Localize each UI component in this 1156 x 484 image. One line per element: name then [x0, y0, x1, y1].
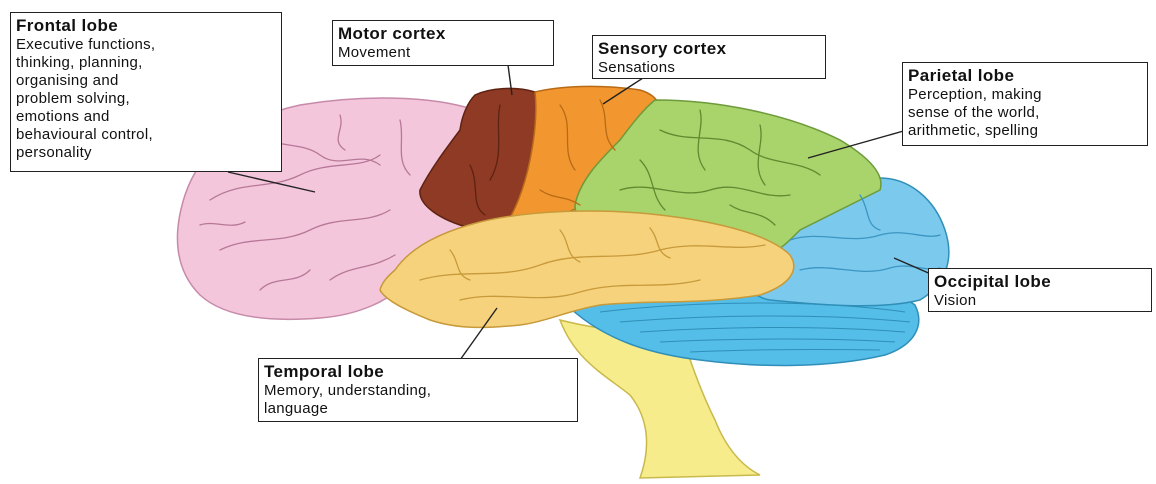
parietal-lobe-description: Perception, making sense of the world, a… — [908, 86, 1142, 140]
motor-cortex-title: Motor cortex — [338, 24, 548, 44]
temporal-lobe-title: Temporal lobe — [264, 362, 572, 382]
sensory-cortex-label: Sensory cortex Sensations — [592, 35, 826, 79]
occipital-lobe-title: Occipital lobe — [934, 272, 1146, 292]
sensory-cortex-title: Sensory cortex — [598, 39, 820, 59]
parietal-lobe-label: Parietal lobe Perception, making sense o… — [902, 62, 1148, 146]
sensory-cortex-description: Sensations — [598, 59, 820, 77]
temporal-lobe-description: Memory, understanding, language — [264, 382, 572, 418]
motor-cortex-label: Motor cortex Movement — [332, 20, 554, 66]
occipital-lobe-label: Occipital lobe Vision — [928, 268, 1152, 312]
frontal-lobe-title: Frontal lobe — [16, 16, 276, 36]
frontal-lobe-description: Executive functions, thinking, planning,… — [16, 36, 276, 162]
frontal-lobe-label: Frontal lobe Executive functions, thinki… — [10, 12, 282, 172]
motor-cortex-description: Movement — [338, 44, 548, 62]
occipital-lobe-description: Vision — [934, 292, 1146, 310]
parietal-lobe-title: Parietal lobe — [908, 66, 1142, 86]
temporal-lobe-label: Temporal lobe Memory, understanding, lan… — [258, 358, 578, 422]
